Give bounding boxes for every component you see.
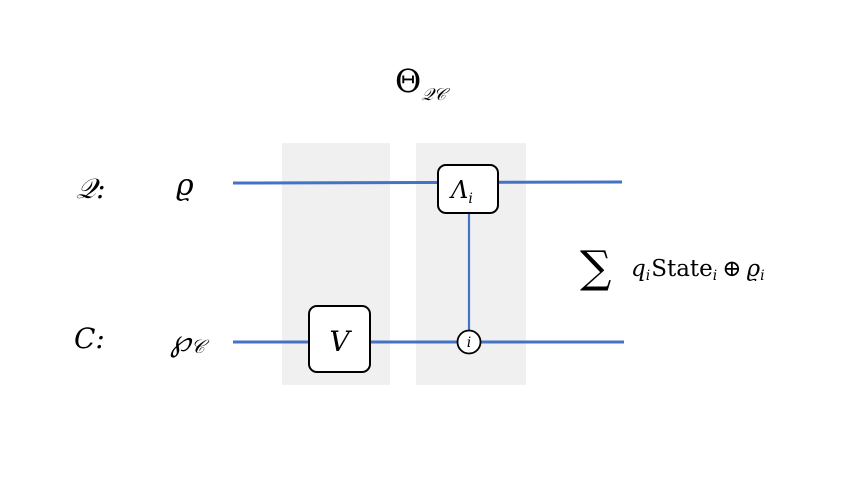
output-rho-sub: i: [760, 268, 764, 284]
circuit-title: Θ𝒬𝒞: [395, 62, 450, 105]
output-oplus: ⊕: [722, 256, 741, 282]
bottom-wire-label: C:: [74, 322, 105, 355]
top-wire-input: ϱ: [176, 168, 194, 203]
output-state: State: [651, 256, 713, 282]
bottom-input-sub: 𝒞: [191, 336, 210, 358]
output-state-sub: i: [713, 268, 717, 284]
top-wire: [232, 180, 623, 185]
lambda-main: Λ: [449, 176, 468, 204]
bottom-input-main: ℘: [170, 324, 193, 359]
title-sub: 𝒬𝒞: [421, 85, 450, 105]
output-q: q: [631, 256, 646, 282]
v-gate-label: V: [329, 325, 352, 358]
lambda-gate: Λi: [437, 164, 499, 214]
title-main: Θ: [395, 62, 421, 100]
control-node-label: i: [467, 335, 471, 351]
output-q-sub: i: [646, 268, 650, 284]
bottom-wire-input: ℘𝒞: [170, 324, 210, 359]
lambda-gate-label: Λi: [449, 176, 473, 207]
output-expression: qiStatei⊕ϱi: [631, 256, 765, 284]
top-wire-label: 𝒬:: [76, 172, 106, 205]
output-sum-symbol: ∑: [580, 242, 611, 293]
control-node: i: [456, 329, 482, 355]
lambda-sub: i: [468, 191, 472, 207]
output-rho: ϱ: [747, 256, 761, 282]
v-gate: V: [308, 305, 371, 373]
